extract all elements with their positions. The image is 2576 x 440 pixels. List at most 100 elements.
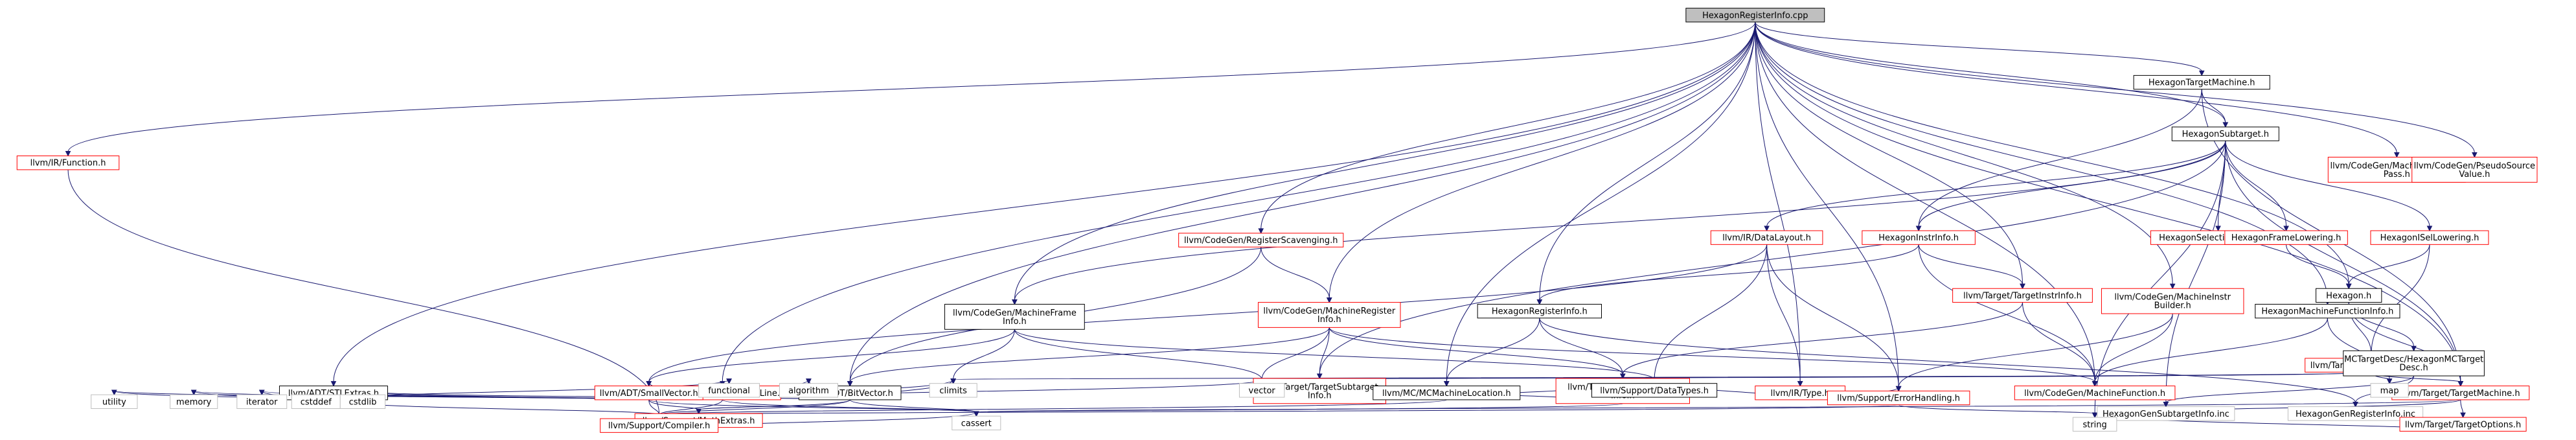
node-memory[interactable]: memory	[170, 394, 218, 409]
node-box	[698, 383, 760, 398]
node-label: HexagonTargetMachine.h	[2149, 78, 2255, 88]
node-hexreginfo[interactable]: HexagonRegisterInfo.h	[1477, 303, 1602, 319]
node-hexmfi[interactable]: HexagonMachineFunctionInfo.h	[2255, 303, 2400, 319]
edge-dl-to-errh	[1766, 244, 1899, 388]
node-cstdlib[interactable]: cstdlib	[339, 394, 386, 409]
edge-arrowhead	[2457, 381, 2464, 387]
node-hexinstr[interactable]: HexagonInstrInfo.h	[1862, 230, 1976, 245]
edge-hexsub-to-dl	[1766, 141, 2226, 227]
node-label: Hexagon.h	[2326, 291, 2371, 301]
node-box	[2171, 126, 2279, 141]
node-label: functional	[708, 386, 750, 396]
edge-smallvec-to-cassert	[648, 399, 977, 413]
node-functional[interactable]: functional	[698, 383, 760, 398]
edge-arrowhead	[1012, 299, 1018, 305]
edge-arrowhead	[1620, 373, 1626, 380]
edge-arrowhead	[1797, 381, 1803, 387]
edge-arrowhead	[646, 381, 652, 387]
edge-arrowhead	[2198, 70, 2205, 76]
node-climits[interactable]: climits	[929, 383, 977, 398]
node-label: HexagonISelLowering.h	[2380, 233, 2479, 243]
node-mcloc[interactable]: llvm/MC/MCMachineLocation.h	[1373, 386, 1521, 400]
edge-hexinstr-to-hexreginfo	[1539, 244, 1919, 301]
edge-root-to-hexmfi	[1755, 21, 2328, 301]
node-datatypes[interactable]: llvm/Support/DataTypes.h	[1591, 383, 1718, 398]
edge-hexreginfo-to-tri	[1539, 318, 1623, 375]
node-label: llvm/IR/Type.h	[1770, 389, 1829, 399]
node-compiler[interactable]: llvm/Support/Compiler.h	[600, 418, 719, 433]
node-smallvec[interactable]: llvm/ADT/SmallVector.h	[594, 386, 703, 400]
node-box	[929, 383, 977, 398]
node-llvmirfunction[interactable]: llvm/IR/Function.h	[16, 156, 120, 170]
node-cstddef[interactable]: cstddef	[291, 394, 341, 409]
node-cassert[interactable]: cassert	[952, 415, 1001, 430]
edge-hexsub-to-frame	[2225, 141, 2287, 227]
node-mf[interactable]: llvm/CodeGen/MachineFunction.h	[2014, 386, 2176, 400]
node-hexh[interactable]: Hexagon.h	[2316, 288, 2382, 303]
edge-root-to-regscav	[1260, 21, 1756, 229]
edge-hexinstr-to-tii	[1918, 244, 2023, 285]
edge-hexsub-to-subinc	[2165, 141, 2226, 403]
node-box	[2343, 350, 2485, 376]
node-label: memory	[176, 397, 212, 407]
edge-tii-to-tri	[1622, 302, 2023, 375]
node-box	[2287, 406, 2424, 421]
node-box	[1477, 303, 1602, 319]
edge-hexsub-to-string	[2094, 141, 2226, 414]
edge-arrowhead	[258, 389, 265, 396]
edge-isel-to-tl	[2371, 244, 2430, 354]
node-frame[interactable]: HexagonFrameLowering.h	[2224, 230, 2348, 245]
node-box	[2411, 157, 2538, 183]
edge-root-to-mib	[1755, 21, 2173, 285]
node-box	[339, 394, 386, 409]
edge-arrowhead	[111, 389, 117, 396]
edge-arrowhead	[1444, 381, 1450, 387]
edge-dl-to-irtype	[1766, 244, 1801, 382]
node-label: HexagonGenRegisterInfo.inc	[2296, 410, 2415, 419]
edge-arrowhead	[1316, 373, 1323, 380]
node-topt[interactable]: llvm/Target/TargetOptions.h	[2399, 417, 2527, 432]
node-algorithm[interactable]: algorithm	[779, 383, 838, 398]
edge-tm-to-topt	[2460, 399, 2464, 414]
edge-arrowhead	[974, 411, 979, 417]
node-label: llvm/Target/TargetOptions.h	[2405, 420, 2521, 430]
node-box	[1178, 233, 1344, 248]
node-label: llvm/CodeGen/MachineFunction.h	[2024, 389, 2165, 399]
node-iterator[interactable]: iterator	[236, 394, 288, 409]
node-tm[interactable]: llvm/Target/TargetMachine.h	[2391, 386, 2530, 400]
node-regscav[interactable]: llvm/CodeGen/RegisterScavenging.h	[1178, 233, 1344, 248]
node-label: climits	[939, 386, 967, 396]
node-irtype[interactable]: llvm/IR/Type.h	[1755, 386, 1846, 400]
node-dl[interactable]: llvm/IR/DataLayout.h	[1710, 230, 1823, 245]
node-box	[2370, 230, 2489, 245]
node-label: llvm/IR/DataLayout.h	[1722, 233, 1811, 243]
edge-root-to-mri	[1328, 21, 1756, 299]
node-subinc[interactable]: HexagonGenSubtargetInfo.inc	[2097, 406, 2235, 421]
node-box	[2255, 303, 2400, 319]
node-hextm[interactable]: HexagonTargetMachine.h	[2133, 75, 2270, 90]
node-string[interactable]: string	[2072, 417, 2117, 432]
edge-root-to-mf	[1755, 21, 2095, 382]
node-isel[interactable]: HexagonISelLowering.h	[2370, 230, 2489, 245]
edge-mfi-to-climits	[953, 329, 1015, 380]
edge-root-to-mfi	[1014, 21, 1756, 301]
node-errh[interactable]: llvm/Support/ErrorHandling.h	[1827, 390, 1970, 406]
node-utility[interactable]: utility	[91, 394, 138, 409]
node-hexsub[interactable]: HexagonSubtarget.h	[2171, 126, 2279, 141]
node-root[interactable]: HexagonRegisterInfo.cpp	[1685, 8, 1825, 23]
node-map[interactable]: map	[2370, 383, 2409, 398]
edge-tl-to-vector	[1261, 371, 2372, 380]
edge-mri-to-mf	[1328, 327, 2095, 382]
node-vector[interactable]: vector	[1238, 383, 1285, 398]
node-reginc[interactable]: HexagonGenRegisterInfo.inc	[2287, 406, 2424, 421]
node-tii[interactable]: llvm/Target/TargetInstrInfo.h	[1952, 288, 2093, 303]
node-label: llvm/IR/Function.h	[30, 159, 106, 168]
edge-hexreginfo-to-mcloc	[1446, 318, 1540, 382]
edge-root-to-errh	[1755, 21, 1899, 388]
